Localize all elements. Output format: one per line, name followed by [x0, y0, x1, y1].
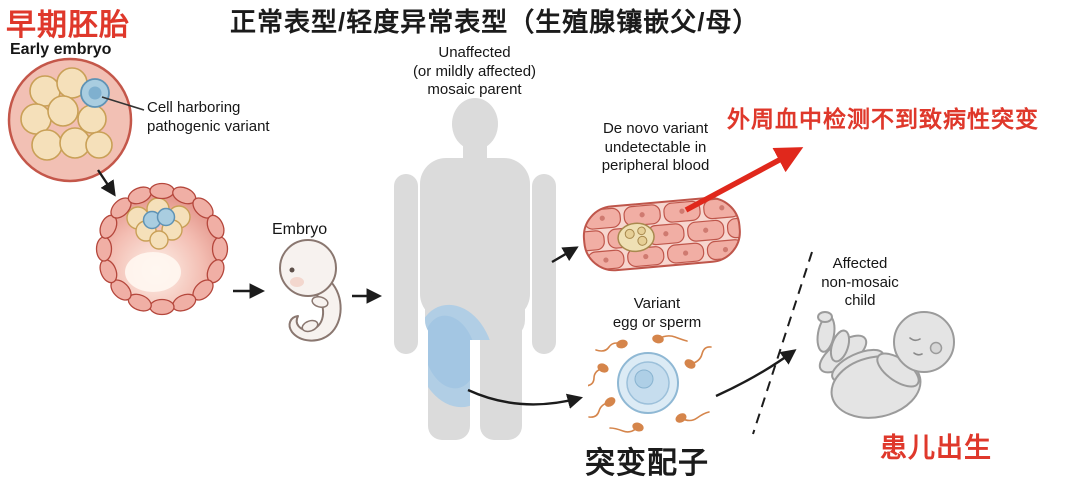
pathogenic-variant-cell-icon [80, 78, 110, 108]
label-early-embryo: Early embryo [10, 41, 112, 58]
parent-body [394, 98, 556, 440]
mosaic-parent-illustration [394, 98, 556, 440]
label-mosaic-parent: Unaffected (or mildly affected) mosaic p… [412, 44, 537, 99]
label-variant-gamete: Variant egg or sperm [612, 295, 702, 331]
title-early-embryo-cn: 早期胚胎 [6, 9, 130, 42]
early-embryo-morula-illustration [7, 57, 133, 183]
sperm-icons [588, 334, 712, 433]
annotation-peripheral-blood-cn: 外周血中检测不到致病性突变 [727, 106, 1039, 132]
morula-cells [20, 67, 113, 161]
label-cell-harboring-variant: Cell harboring pathogenic variant [147, 99, 270, 135]
mosaic-blood-cell-icon [617, 222, 655, 253]
affected-child-illustration [816, 311, 955, 419]
variant-egg-sperm-illustration [588, 334, 712, 433]
label-de-novo-variant: De novo variant undetectable in peripher… [601, 120, 710, 175]
label-affected-child: Affected non-mosaic child [821, 255, 899, 310]
baby-face [909, 337, 923, 356]
vessel-cell-nuclei [599, 205, 729, 263]
label-embryo: Embryo [272, 221, 328, 238]
egg-icon [617, 352, 679, 414]
embryo-fetus-illustration [279, 239, 342, 342]
peripheral-blood-vessel-illustration [581, 196, 743, 272]
trophoblast-ring [95, 182, 229, 316]
arrow-gamete-to-child [715, 349, 797, 398]
variant-cells-icon [142, 207, 176, 230]
annotation-child-born-cn: 患儿出生 [880, 433, 992, 463]
blastocyst-illustration [95, 182, 229, 316]
annotation-mutant-gamete-cn: 突变配子 [585, 447, 709, 480]
title-phenotype-cn: 正常表型/轻度异常表型（生殖腺镶嵌父/母） [230, 7, 760, 37]
